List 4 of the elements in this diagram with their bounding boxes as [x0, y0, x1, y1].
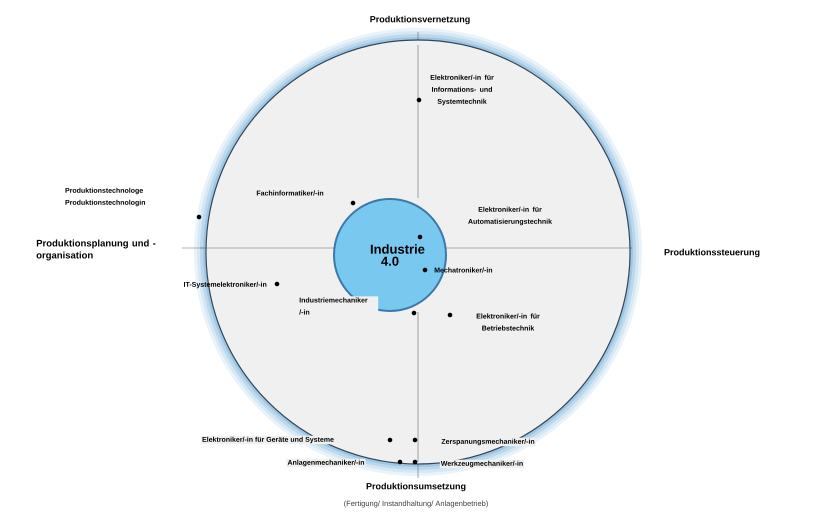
axis-label: Produktionssteuerung [664, 248, 760, 258]
axis-label: Produktionsvernetzung [370, 16, 470, 24]
axis-label: Produktionsumsetzung [366, 482, 466, 492]
axis-label: Produktionsplanung und -organisation [36, 240, 156, 260]
